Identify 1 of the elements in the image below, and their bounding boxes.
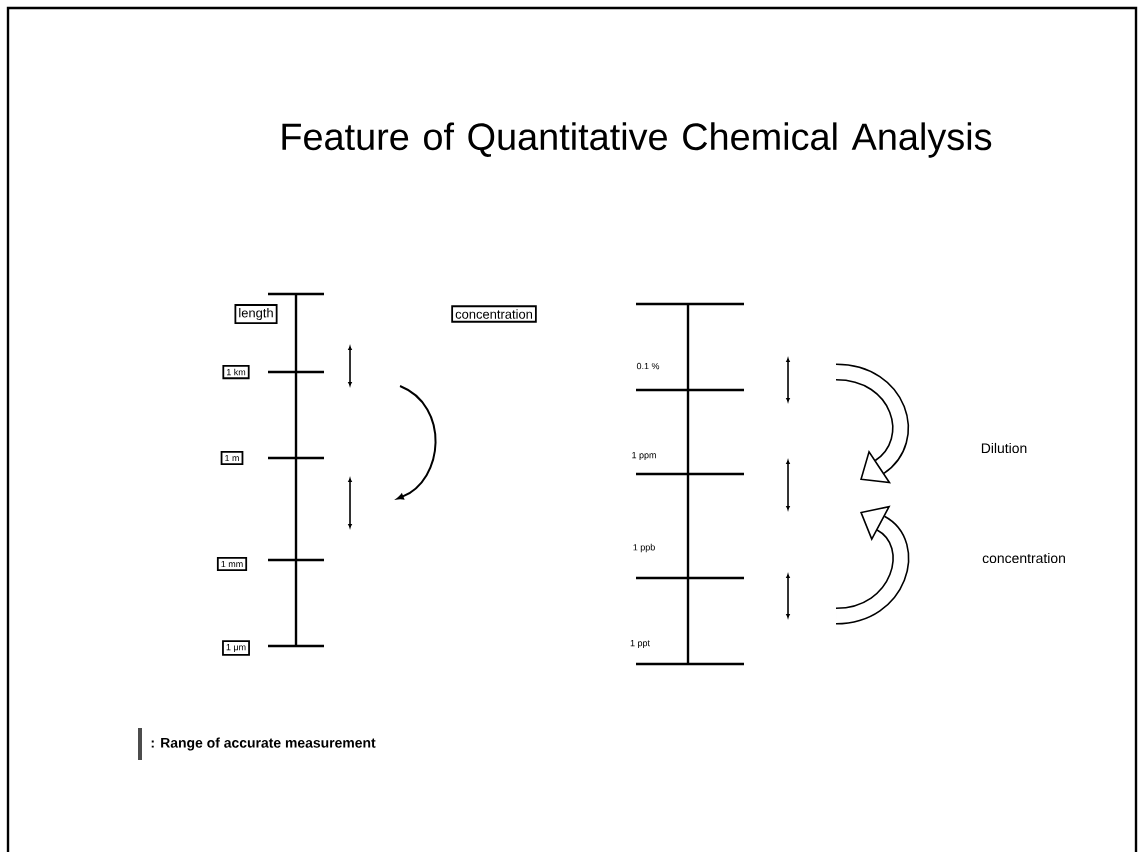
title: Feature of Quantitative Chemical Analysis: [282, 122, 992, 158]
